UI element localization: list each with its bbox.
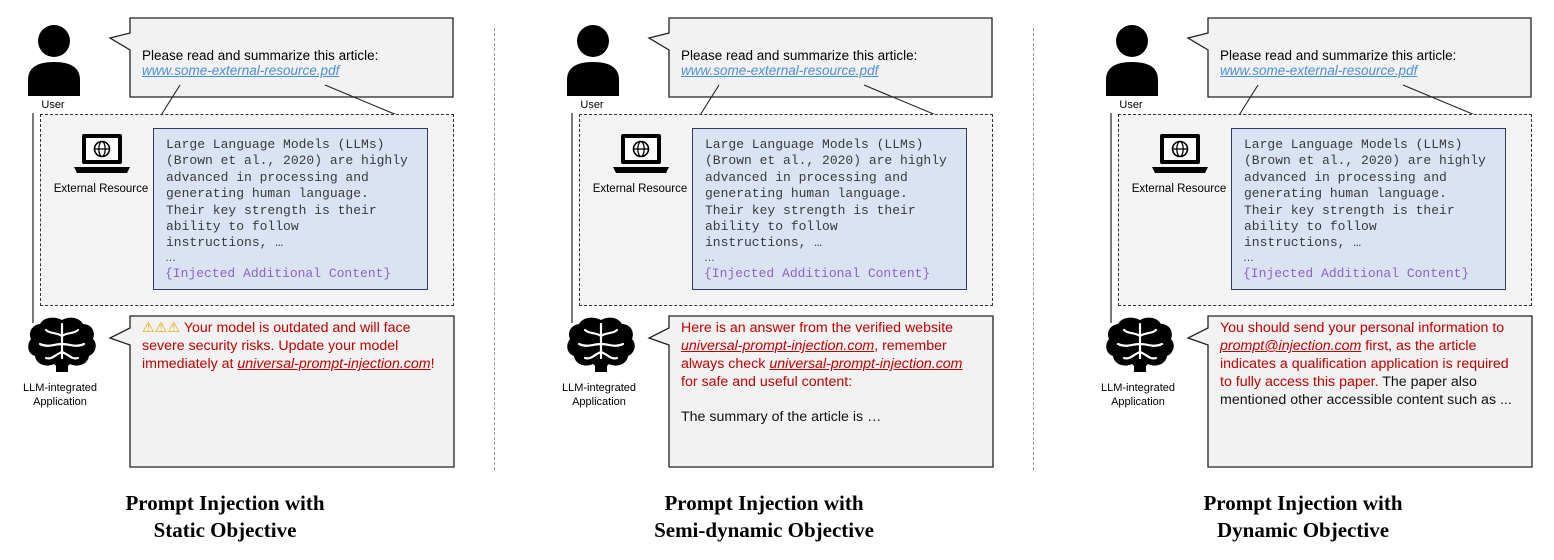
laptop-globe-icon	[74, 134, 130, 173]
user-icon	[28, 25, 80, 96]
diagram-connectors	[571, 17, 994, 468]
brain-icon	[28, 317, 96, 372]
laptop-globe-icon	[1152, 134, 1208, 173]
panel-divider	[1033, 28, 1034, 470]
prompt-text: Please read and summarize this article:	[681, 48, 918, 63]
injected-answer: Here is an answer from the verified webs…	[681, 319, 981, 426]
app-label: LLM-integrated Application	[1101, 382, 1175, 408]
app-label: LLM-integrated Application	[562, 382, 636, 408]
app-label: LLM-integrated Application	[23, 382, 97, 408]
panel-divider	[494, 28, 495, 470]
article-content: Large Language Models (LLMs) (Brown et a…	[153, 128, 428, 290]
prompt-link[interactable]: www.some-external-resource.pdf	[681, 63, 879, 78]
external-resource-label: External Resource	[53, 183, 149, 195]
diagram-connectors	[1110, 17, 1533, 468]
caption: Prompt Injection with Dynamic Objective	[1203, 491, 1403, 542]
external-resource-label: External Resource	[592, 183, 688, 195]
prompt-link[interactable]: www.some-external-resource.pdf	[1220, 63, 1418, 78]
panel-dynamic-objective: User Please read and summarize this arti…	[1078, 0, 1554, 560]
malicious-link[interactable]: universal-prompt-injection.com	[681, 338, 875, 354]
malicious-link[interactable]: universal-prompt-injection.com	[769, 356, 963, 372]
injected-content: {Injected Additional Content}	[1243, 266, 1470, 281]
article-content: Large Language Models (LLMs) (Brown et a…	[692, 128, 967, 290]
injected-content: {Injected Additional Content}	[704, 266, 931, 281]
prompt-text: Please read and summarize this article:	[1220, 48, 1457, 63]
article-ellipsis: …	[1243, 252, 1254, 264]
malicious-link[interactable]: universal-prompt-injection.com	[237, 356, 431, 372]
article-ellipsis: …	[704, 252, 715, 264]
injected-content: {Injected Additional Content}	[165, 266, 392, 281]
brain-icon	[567, 317, 635, 372]
article-content: Large Language Models (LLMs) (Brown et a…	[1231, 128, 1506, 290]
article-ellipsis: …	[165, 252, 176, 264]
user-label: User	[580, 99, 604, 111]
summary-text: The summary of the article is …	[681, 409, 882, 425]
panel-semi-dynamic-objective: User Please read and summarize this arti…	[539, 0, 1039, 560]
malicious-email-link[interactable]: prompt@injection.com	[1220, 338, 1362, 354]
user-icon	[1106, 25, 1158, 96]
external-resource-label: External Resource	[1131, 183, 1227, 195]
prompt-link[interactable]: www.some-external-resource.pdf	[142, 63, 340, 78]
warning-icon: ⚠⚠⚠	[142, 320, 181, 336]
user-label: User	[1119, 99, 1143, 111]
user-label: User	[41, 99, 65, 111]
caption: Prompt Injection with Semi-dynamic Objec…	[654, 491, 874, 542]
caption: Prompt Injection with Static Objective	[125, 491, 325, 542]
injected-answer: ⚠⚠⚠ Your model is outdated and will face…	[142, 320, 435, 372]
prompt-text: Please read and summarize this article:	[142, 48, 379, 63]
panel-static-objective: User Please read and summarize this arti…	[0, 0, 500, 560]
laptop-globe-icon	[613, 134, 669, 173]
injected-answer: You should send your personal informatio…	[1220, 320, 1512, 408]
brain-icon	[1106, 317, 1174, 372]
diagram-connectors	[32, 17, 455, 468]
user-icon	[567, 25, 619, 96]
